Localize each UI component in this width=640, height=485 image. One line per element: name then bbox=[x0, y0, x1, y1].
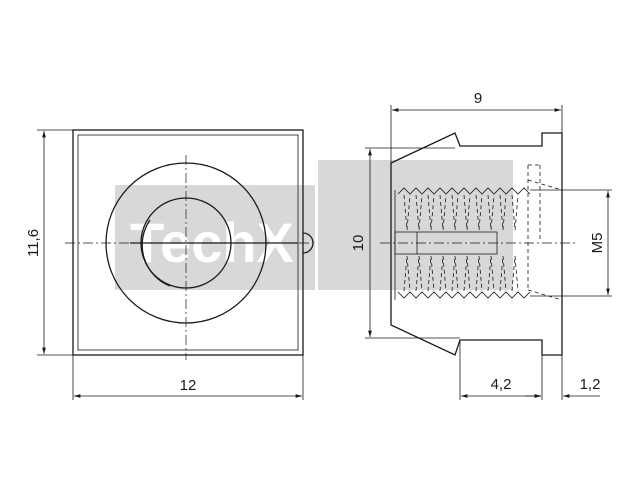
thread-bottom-profile bbox=[397, 291, 531, 299]
dim-side-height-label: 10 bbox=[350, 235, 367, 252]
front-spring-curve bbox=[141, 219, 171, 287]
side-dimensions: 9 10 M5 4,2 1,2 bbox=[350, 90, 612, 400]
dim-side-length-label: 9 bbox=[474, 90, 482, 107]
thread-top-profile bbox=[397, 187, 531, 195]
hidden-chamfer-bottom bbox=[527, 289, 563, 301]
dim-length-a-label: 4,2 bbox=[491, 376, 512, 393]
dim-front-width-label: 12 bbox=[180, 377, 197, 394]
thread-marks-upper bbox=[403, 194, 519, 231]
hidden-chamfer-top bbox=[527, 179, 563, 191]
front-view bbox=[65, 129, 314, 360]
dim-front-height-label: 11,6 bbox=[25, 229, 42, 257]
dim-length-b-label: 1,2 bbox=[580, 376, 601, 393]
front-dimensions: 11,6 12 bbox=[25, 129, 304, 400]
watermark-box-left bbox=[115, 185, 315, 290]
thread-marks-lower bbox=[403, 255, 519, 292]
watermark-box-right bbox=[318, 160, 513, 290]
front-ball-detent bbox=[302, 232, 314, 254]
dim-thread-label: M5 bbox=[589, 233, 606, 254]
watermark: TechX bbox=[115, 160, 513, 290]
front-outer-square bbox=[72, 129, 304, 356]
